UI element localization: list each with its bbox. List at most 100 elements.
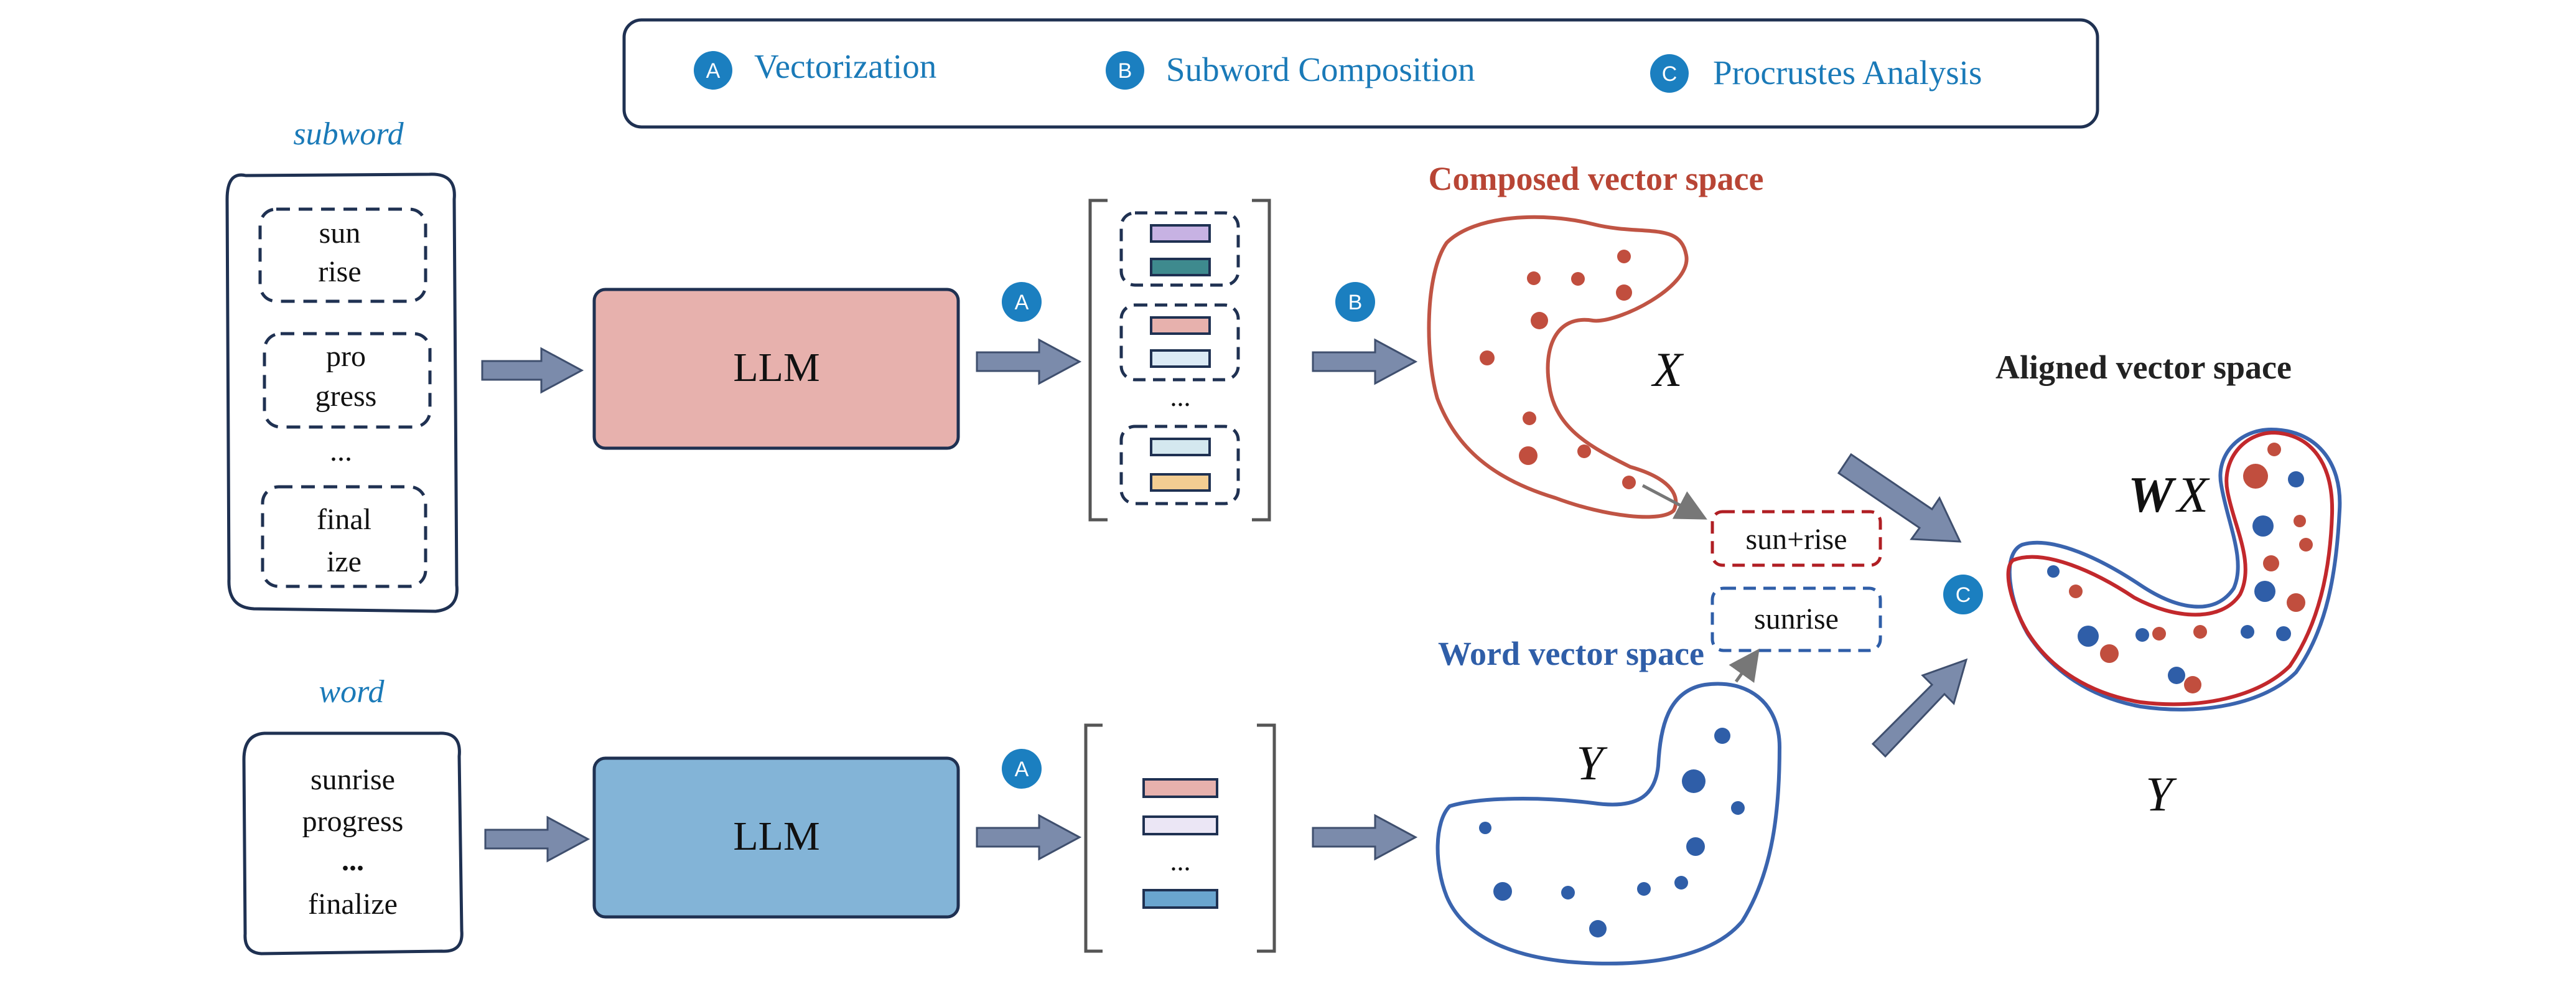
aligned-space: Aligned vector space WX Y <box>1995 349 2342 821</box>
badge-b-top-label: B <box>1348 291 1363 314</box>
legend-badge-a: A <box>706 59 721 83</box>
subword-group-1-line-1: sun <box>319 217 361 250</box>
legend-item-procrustes-analysis: C Procrustes Analysis <box>1650 54 1982 93</box>
badge-a-top: A <box>1002 282 1042 322</box>
word-space-symbol: Y <box>1576 736 1608 790</box>
badge-a-top-label: A <box>1015 291 1029 314</box>
pointer-word-to-token-icon <box>1729 648 1760 683</box>
vector-bar-8 <box>1142 815 1218 835</box>
aligned-dots <box>2047 443 2313 693</box>
aligned-space-symbol: WX <box>2128 466 2210 523</box>
word-panel: word sunrise progress ... finalize <box>242 674 464 956</box>
badge-b-icon <box>1106 51 1144 90</box>
vectors-bottom: ... <box>1084 723 1276 953</box>
llm-top-label: LLM <box>733 345 819 390</box>
legend-badge-b: B <box>1118 59 1132 83</box>
vector-bar-5 <box>1150 438 1211 456</box>
word-space: Word vector space Y <box>1435 635 1782 965</box>
pointer-composed-to-token-icon <box>1641 484 1707 520</box>
composed-space-outline <box>1427 215 1689 519</box>
badge-a-bottom-label: A <box>1015 758 1029 781</box>
aligned-space-red-outline <box>2006 430 2335 707</box>
vector-bar-7 <box>1142 778 1218 798</box>
vectors-bottom-right-bracket <box>1257 723 1276 953</box>
subword-ellipsis: ... <box>330 434 352 467</box>
subword-outer-box <box>225 172 459 613</box>
vectors-top-group-1 <box>1119 211 1240 287</box>
badge-c-icon <box>1650 54 1689 93</box>
aligned-space-x-symbol: X <box>2175 466 2210 523</box>
vector-bar-1 <box>1150 224 1211 243</box>
legend-label-subword-composition: Subword Composition <box>1166 50 1475 88</box>
aligned-space-below-symbol: Y <box>2145 767 2177 821</box>
legend-badge-c: C <box>1662 62 1678 86</box>
subword-group-3-line-2: ize <box>327 545 362 578</box>
vector-bar-9 <box>1142 889 1218 909</box>
vector-bar-4 <box>1150 349 1211 368</box>
legend-item-subword-composition: B Subword Composition <box>1106 50 1475 90</box>
token-composed: sun+rise <box>1710 510 1882 567</box>
token-composed-box <box>1710 510 1882 567</box>
subword-group-2-line-1: pro <box>326 340 366 373</box>
arrow-word-to-llm-icon <box>484 815 590 863</box>
badge-a-bottom-icon <box>1002 749 1042 789</box>
word-line-4: finalize <box>308 888 398 921</box>
legend-label-vectorization: Vectorization <box>754 47 936 85</box>
subword-panel: subword sun rise pro gress ... final ize <box>225 116 459 613</box>
llm-top-box <box>592 288 960 450</box>
badge-a-icon <box>694 51 732 90</box>
word-line-1: sunrise <box>310 763 395 796</box>
vectors-top-group-3 <box>1119 425 1240 505</box>
llm-bottom-label: LLM <box>733 814 819 859</box>
vectors-top: ... <box>1088 199 1271 522</box>
composed-space: Composed vector space X <box>1427 160 1764 519</box>
legend-label-procrustes-analysis: Procrustes Analysis <box>1713 54 1982 92</box>
word-line-3: ... <box>342 844 364 877</box>
token-word-label: sunrise <box>1754 603 1839 636</box>
vectors-top-ellipsis: ... <box>1170 382 1191 412</box>
badge-b-top-icon <box>1335 282 1375 322</box>
badge-b-top: B <box>1335 282 1375 322</box>
word-space-outline <box>1435 682 1782 965</box>
llm-bottom-box <box>592 756 960 919</box>
arrow-word-to-aligned-icon <box>1871 658 1968 758</box>
subword-group-3-box <box>261 485 427 588</box>
badge-c-mid-icon <box>1943 575 1983 614</box>
aligned-space-title: Aligned vector space <box>1995 349 2292 386</box>
legend-item-vectorization: A Vectorization <box>694 47 936 90</box>
flow-arrows <box>481 338 1968 863</box>
subword-group-3-line-1: final <box>317 503 371 536</box>
word-dots <box>1479 728 1745 937</box>
composed-space-symbol: X <box>1651 342 1684 397</box>
arrow-subword-to-llm-icon <box>481 347 584 394</box>
subword-group-1-line-2: rise <box>318 255 361 288</box>
badge-a-top-icon <box>1002 282 1042 322</box>
aligned-space-bold-symbol: W <box>2128 466 2177 523</box>
legend-box <box>622 18 2099 129</box>
arrow-vectors-to-word-space-icon <box>1312 814 1418 861</box>
badge-c-mid-label: C <box>1956 583 1971 607</box>
word-heading: word <box>319 674 385 710</box>
vectors-bottom-ellipsis: ... <box>1170 846 1191 876</box>
word-outer-box <box>242 731 464 956</box>
vectors-top-left-bracket <box>1088 199 1108 522</box>
badge-a-bottom: A <box>1002 749 1042 789</box>
arrow-llm-to-vectors-top-icon <box>976 338 1082 385</box>
llm-bottom: LLM <box>592 756 960 919</box>
token-composed-label: sun+rise <box>1745 523 1847 556</box>
vectors-bottom-left-bracket <box>1084 723 1103 953</box>
token-word-box <box>1710 586 1882 652</box>
aligned-space-blue-outline <box>2007 427 2342 712</box>
arrow-composed-to-aligned-icon <box>1837 453 1962 543</box>
vectors-top-group-2 <box>1119 303 1240 382</box>
composed-space-title: Composed vector space <box>1429 160 1764 197</box>
legend: A Vectorization B Subword Composition C … <box>622 18 2099 129</box>
vector-bar-6 <box>1150 473 1211 492</box>
subword-heading: subword <box>293 116 404 152</box>
vector-bar-3 <box>1150 316 1211 335</box>
badge-c-mid: C <box>1943 575 1983 614</box>
subword-group-1-box <box>258 207 427 303</box>
arrow-vectors-to-composed-icon <box>1312 338 1418 385</box>
vector-bar-2 <box>1150 258 1211 276</box>
